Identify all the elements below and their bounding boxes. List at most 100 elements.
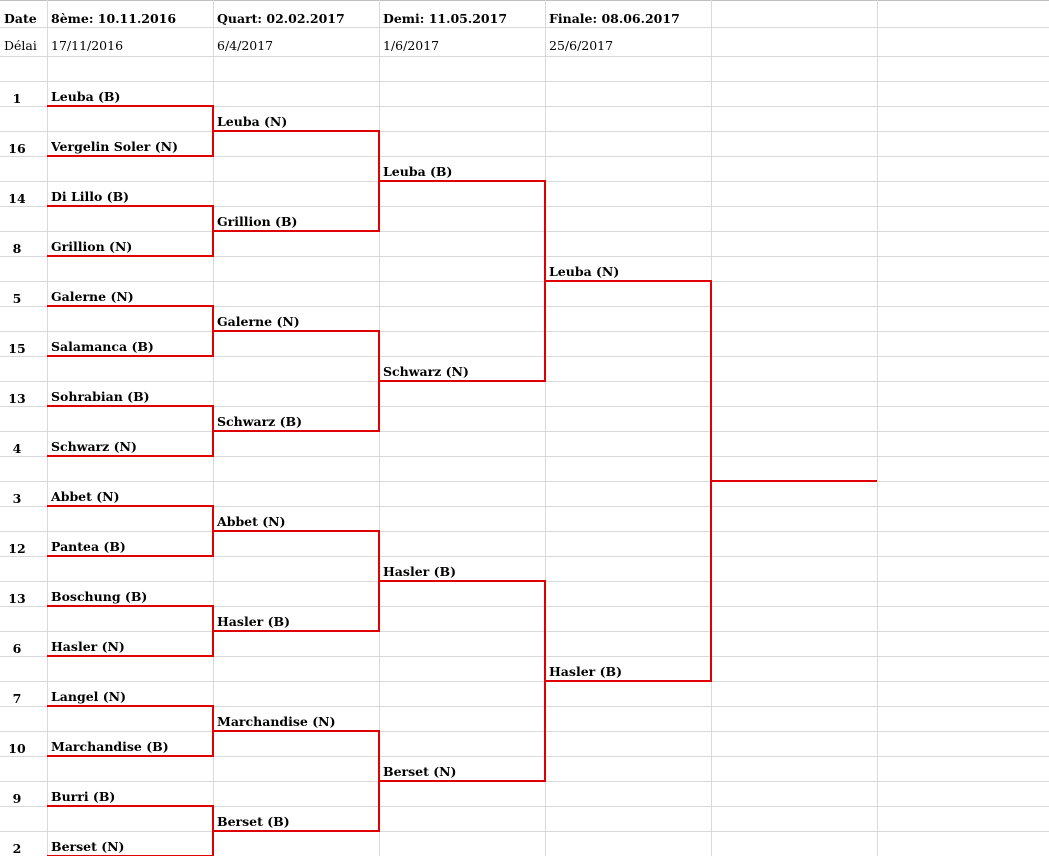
grid-row-line bbox=[0, 681, 1049, 682]
round16-player[interactable]: Burri (B) bbox=[51, 789, 116, 804]
bracket-line bbox=[379, 180, 545, 182]
grid-col-line bbox=[545, 0, 546, 856]
grid-row-line bbox=[0, 206, 1049, 207]
grid-row-line bbox=[0, 806, 1049, 807]
grid-row-line bbox=[0, 631, 1049, 632]
bracket-line bbox=[545, 680, 711, 682]
quarter-player[interactable]: Galerne (N) bbox=[217, 314, 300, 329]
round16-player[interactable]: Pantea (B) bbox=[51, 539, 126, 554]
grid-row-line bbox=[0, 456, 1049, 457]
grid-row-line bbox=[0, 131, 1049, 132]
seed-number: 13 bbox=[8, 391, 26, 406]
grid-row-line bbox=[0, 481, 1049, 482]
grid-row-line bbox=[0, 556, 1049, 557]
quarter-player[interactable]: Abbet (N) bbox=[217, 514, 286, 529]
semi-deadline[interactable]: 1/6/2017 bbox=[383, 38, 440, 53]
grid-row-line bbox=[0, 331, 1049, 332]
round16-player[interactable]: Vergelin Soler (N) bbox=[51, 139, 178, 154]
bracket-line bbox=[213, 530, 379, 532]
round16-player[interactable]: Boschung (B) bbox=[51, 589, 148, 604]
seed-number: 4 bbox=[12, 441, 22, 456]
seed-number: 14 bbox=[8, 191, 26, 206]
bracket-line bbox=[213, 130, 379, 132]
round16-player[interactable]: Hasler (N) bbox=[51, 639, 125, 654]
round16-deadline[interactable]: 17/11/2016 bbox=[51, 38, 124, 53]
round16-player[interactable]: Grillion (N) bbox=[51, 239, 133, 254]
sheet-top-border bbox=[0, 0, 1049, 1]
round16-player[interactable]: Abbet (N) bbox=[51, 489, 120, 504]
final-player[interactable]: Hasler (B) bbox=[549, 664, 622, 679]
grid-row-line bbox=[0, 406, 1049, 407]
bracket-line bbox=[47, 605, 213, 607]
bracket-line bbox=[711, 480, 877, 482]
semi-player[interactable]: Hasler (B) bbox=[383, 564, 456, 579]
seed-number: 7 bbox=[12, 691, 22, 706]
seed-number: 3 bbox=[12, 491, 22, 506]
bracket-line bbox=[47, 655, 213, 657]
round16-date-header[interactable]: 8ème: 10.11.2016 bbox=[51, 11, 177, 26]
bracket-line bbox=[213, 830, 379, 832]
deadline-row-label: Délai bbox=[4, 38, 37, 53]
grid-row-line bbox=[0, 356, 1049, 357]
quarter-date-header[interactable]: Quart: 02.02.2017 bbox=[217, 11, 345, 26]
bracket-line bbox=[47, 405, 213, 407]
round16-player[interactable]: Di Lillo (B) bbox=[51, 189, 130, 204]
final-player[interactable]: Leuba (N) bbox=[549, 264, 620, 279]
bracket-line bbox=[379, 780, 545, 782]
grid-row-line bbox=[0, 306, 1049, 307]
grid-row-line bbox=[0, 706, 1049, 707]
quarter-player[interactable]: Hasler (B) bbox=[217, 614, 290, 629]
semi-player[interactable]: Berset (N) bbox=[383, 764, 457, 779]
semi-player[interactable]: Schwarz (N) bbox=[383, 364, 469, 379]
quarter-player[interactable]: Grillion (B) bbox=[217, 214, 298, 229]
grid-row-line bbox=[0, 56, 1049, 57]
bracket-line bbox=[545, 280, 711, 282]
final-deadline[interactable]: 25/6/2017 bbox=[549, 38, 614, 53]
round16-player[interactable]: Leuba (B) bbox=[51, 89, 121, 104]
seed-number: 5 bbox=[12, 291, 22, 306]
seed-number: 6 bbox=[12, 641, 22, 656]
bracket-line bbox=[47, 805, 213, 807]
bracket-line bbox=[47, 505, 213, 507]
grid-row-line bbox=[0, 106, 1049, 107]
grid-col-line bbox=[47, 0, 48, 856]
seed-number: 10 bbox=[8, 741, 26, 756]
grid-row-line bbox=[0, 731, 1049, 732]
grid-row-line bbox=[0, 81, 1049, 82]
quarter-player[interactable]: Berset (B) bbox=[217, 814, 290, 829]
seed-number: 1 bbox=[12, 91, 22, 106]
round16-player[interactable]: Schwarz (N) bbox=[51, 439, 137, 454]
bracket-line bbox=[47, 155, 213, 157]
bracket-line bbox=[213, 730, 379, 732]
round16-player[interactable]: Salamanca (B) bbox=[51, 339, 154, 354]
bracket-line bbox=[47, 705, 213, 707]
seed-number: 9 bbox=[12, 791, 22, 806]
round16-player[interactable]: Sohrabian (B) bbox=[51, 389, 150, 404]
bracket-line bbox=[47, 105, 213, 107]
bracket-line bbox=[47, 305, 213, 307]
seed-number: 16 bbox=[8, 141, 26, 156]
round16-player[interactable]: Langel (N) bbox=[51, 689, 127, 704]
bracket-line bbox=[379, 380, 545, 382]
semi-player[interactable]: Leuba (B) bbox=[383, 164, 453, 179]
round16-player[interactable]: Berset (N) bbox=[51, 839, 125, 854]
grid-col-line bbox=[877, 0, 878, 856]
round16-player[interactable]: Marchandise (B) bbox=[51, 739, 169, 754]
semi-date-header[interactable]: Demi: 11.05.2017 bbox=[383, 11, 508, 26]
grid-row-line bbox=[0, 756, 1049, 757]
quarter-player[interactable]: Marchandise (N) bbox=[217, 714, 336, 729]
seed-number: 15 bbox=[8, 341, 26, 356]
grid-row-line bbox=[0, 506, 1049, 507]
bracket-line bbox=[47, 555, 213, 557]
grid-row-line bbox=[0, 606, 1049, 607]
seed-number: 8 bbox=[12, 241, 22, 256]
quarter-deadline[interactable]: 6/4/2017 bbox=[217, 38, 274, 53]
round16-player[interactable]: Galerne (N) bbox=[51, 289, 134, 304]
final-date-header[interactable]: Finale: 08.06.2017 bbox=[549, 11, 680, 26]
bracket-line bbox=[213, 230, 379, 232]
bracket-line bbox=[47, 205, 213, 207]
bracket-line bbox=[213, 330, 379, 332]
quarter-player[interactable]: Schwarz (B) bbox=[217, 414, 303, 429]
quarter-player[interactable]: Leuba (N) bbox=[217, 114, 288, 129]
